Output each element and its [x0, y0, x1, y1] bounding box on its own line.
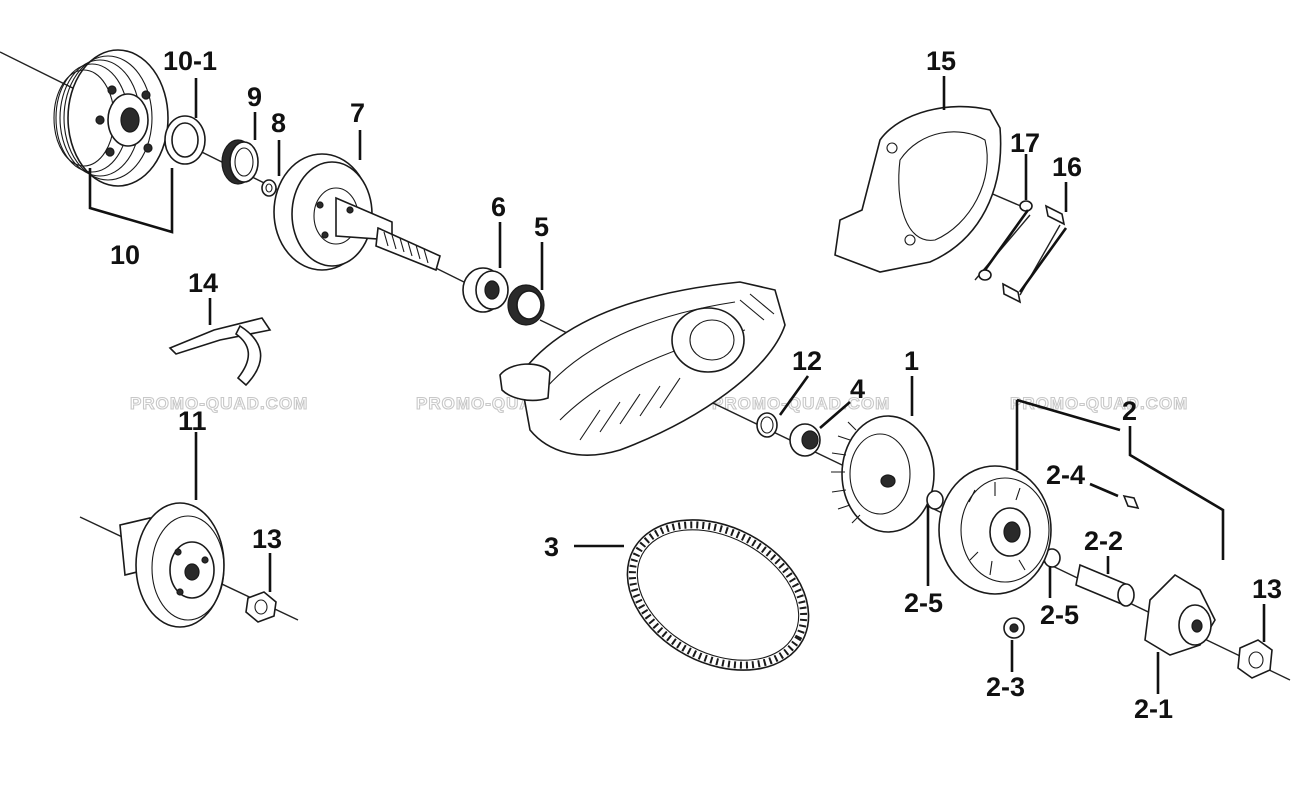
thrust-washer: [164, 115, 206, 165]
oil-seal: [507, 284, 545, 326]
callout-15: 15: [926, 46, 956, 76]
shift-fork: [168, 317, 272, 387]
small-washer: [261, 179, 277, 197]
leader-lines: [88, 76, 1266, 694]
roller-weight: [1003, 617, 1025, 639]
outer-cover: [834, 105, 1002, 273]
drive-face: [831, 415, 935, 533]
callout-2-5: 2-5: [1040, 600, 1079, 630]
slider-pin: [1122, 494, 1140, 510]
cover-bolt: [1002, 204, 1066, 304]
crankcase-cover: [499, 281, 786, 456]
callout-10-1: 10-1: [163, 46, 217, 76]
callout-12: 12: [792, 346, 822, 376]
watermark-text: PROMO-QUAD.COM: [130, 394, 308, 413]
variator-pulley: [938, 465, 1052, 595]
hex-nut: [1237, 639, 1273, 679]
callout-5: 5: [534, 212, 549, 242]
callout-2-3: 2-3: [986, 672, 1025, 702]
callout-2-2: 2-2: [1084, 526, 1123, 556]
callout-9: 9: [247, 82, 262, 112]
callout-2-1: 2-1: [1134, 694, 1173, 724]
callout-14: 14: [188, 268, 218, 298]
callout-11: 11: [178, 406, 207, 436]
pulley-bearing: [789, 423, 821, 457]
callout-3: 3: [544, 532, 559, 562]
callout-13: 13: [252, 524, 282, 554]
callout-labels: 10-1 9 8 7 10 6 5 14 15 17 16 12 4 1 2 1…: [110, 46, 1282, 724]
clutch-assembly: [53, 49, 169, 187]
needle-bearing: [221, 139, 259, 185]
callout-8: 8: [271, 108, 286, 138]
watermark-text: PROMO-QUAD.COM: [1010, 394, 1188, 413]
callout-1: 1: [904, 346, 919, 376]
callout-17: 17: [1010, 128, 1040, 158]
driven-pulley: [119, 502, 225, 628]
callout-16: 16: [1052, 152, 1082, 182]
o-ring: [756, 412, 778, 438]
clutch-housing: [273, 153, 441, 272]
callout-2: 2: [1122, 396, 1137, 426]
variator-collar: [1075, 563, 1135, 607]
callout-7: 7: [350, 98, 365, 128]
watermark-text: PROMO-QUAD.COM: [712, 394, 890, 413]
ramp-plate: [1144, 573, 1216, 656]
ball-bearing: [462, 267, 509, 313]
callout-13: 13: [1252, 574, 1282, 604]
hex-nut: [245, 591, 277, 623]
drive-belt: [626, 519, 810, 671]
callout-6: 6: [491, 192, 506, 222]
callout-4: 4: [850, 374, 865, 404]
callout-10: 10: [110, 240, 140, 270]
callout-2-4: 2-4: [1046, 460, 1085, 490]
callout-2-5: 2-5: [904, 588, 943, 618]
